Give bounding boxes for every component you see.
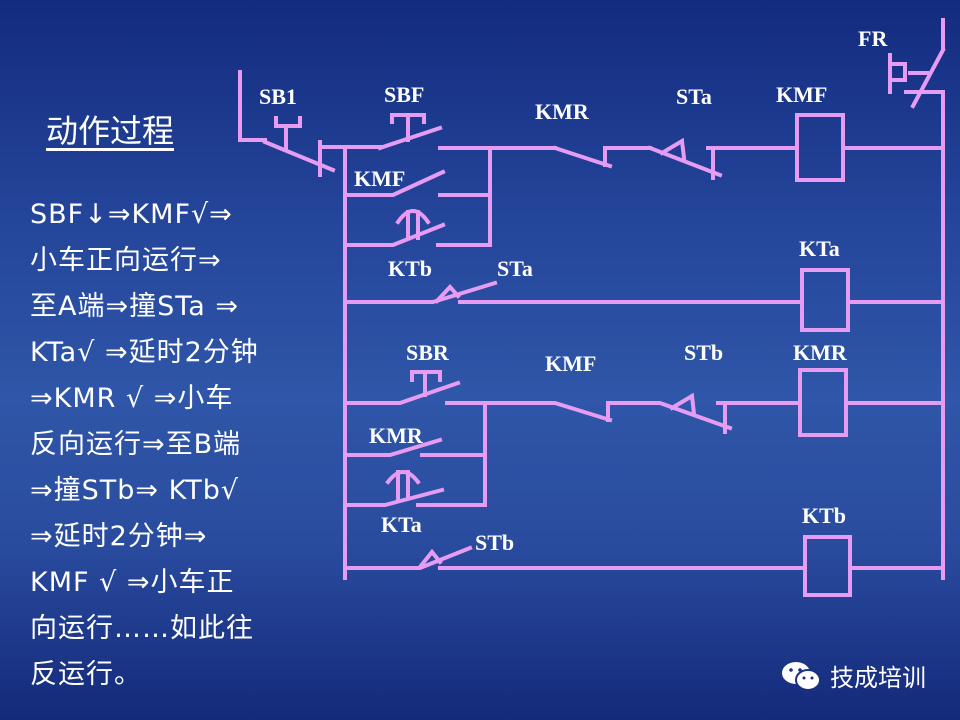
timer-arrow-1	[395, 209, 431, 240]
label-kmf-coil: KMF	[776, 82, 827, 107]
label-ktb-coil: KTb	[802, 503, 846, 528]
ktb-coil	[803, 535, 852, 597]
label-sb1: SB1	[259, 84, 297, 109]
watermark-text: 技成培训	[830, 664, 926, 692]
label-ktb-contact: KTb	[388, 256, 432, 281]
step-line: ⇒KMR √ ⇒小车	[30, 383, 234, 414]
labels: FR SB1 SBF KMR STa KMF KMF KTb STa KTa S…	[259, 26, 888, 555]
kta-contact-branch	[343, 222, 492, 247]
step-line: KMF √ ⇒小车正	[30, 567, 235, 598]
sb1-contact	[262, 116, 336, 177]
label-sta-no: STa	[497, 256, 533, 281]
stb-nc-triangle	[669, 392, 697, 417]
row1-wire	[438, 145, 945, 180]
step-line: 至A端⇒撞STa ⇒	[30, 291, 240, 322]
label-kmr-coil: KMR	[793, 340, 848, 365]
kta-coil	[800, 268, 850, 332]
fr-contact	[904, 47, 946, 109]
stb-triangle	[417, 548, 443, 570]
kta-branch	[343, 487, 487, 507]
supply-line	[238, 70, 267, 142]
step-line: 向运行……如此往	[30, 613, 254, 644]
label-stb-nc: STb	[684, 340, 723, 365]
label-sbr: SBR	[406, 340, 450, 365]
wires	[238, 18, 946, 597]
sbr-contact	[343, 370, 461, 405]
step-line: KTa√ ⇒延时2分钟	[30, 337, 259, 368]
ktb-triangle	[434, 284, 461, 304]
step-line: ⇒撞STb⇒ KTb√	[30, 475, 240, 506]
label-kmf-nc: KMF	[545, 351, 596, 376]
sta-nc-triangle	[659, 137, 687, 161]
label-sta-nc: STa	[676, 84, 712, 109]
step-line: 反运行。	[30, 659, 142, 690]
label-kmr-nc: KMR	[535, 99, 590, 124]
kmf-hold-branch	[343, 146, 492, 247]
step-line: 小车正向运行⇒	[30, 245, 222, 276]
label-kmf-hold: KMF	[354, 166, 405, 191]
label-kmr-hold: KMR	[369, 423, 424, 448]
watermark: 技成培训	[780, 658, 926, 693]
process-steps: SBF↓⇒KMF√⇒ 小车正向运行⇒ 至A端⇒撞STa ⇒ KTa√ ⇒延时2分…	[30, 192, 259, 698]
timer-arrow-2	[385, 470, 421, 500]
page-title: 动作过程	[46, 112, 175, 150]
row3-wire	[343, 280, 945, 304]
step-line: SBF↓⇒KMF√⇒	[30, 199, 233, 230]
label-sbf: SBF	[384, 82, 424, 107]
fr-thermal-symbol	[888, 53, 907, 94]
label-kta-contact: KTa	[381, 512, 422, 537]
sbf-contact	[377, 113, 443, 151]
wechat-icon	[782, 661, 821, 691]
step-line: ⇒延时2分钟⇒	[30, 521, 208, 552]
label-kta-coil: KTa	[799, 236, 840, 261]
row4-wire	[445, 401, 945, 434]
kmr-hold-branch	[343, 401, 487, 507]
kmr-coil	[798, 368, 848, 437]
label-stb-no: STb	[475, 530, 514, 555]
label-fr: FR	[858, 26, 888, 51]
kmf-coil	[795, 113, 845, 182]
step-line: 反向运行⇒至B端	[30, 429, 242, 460]
